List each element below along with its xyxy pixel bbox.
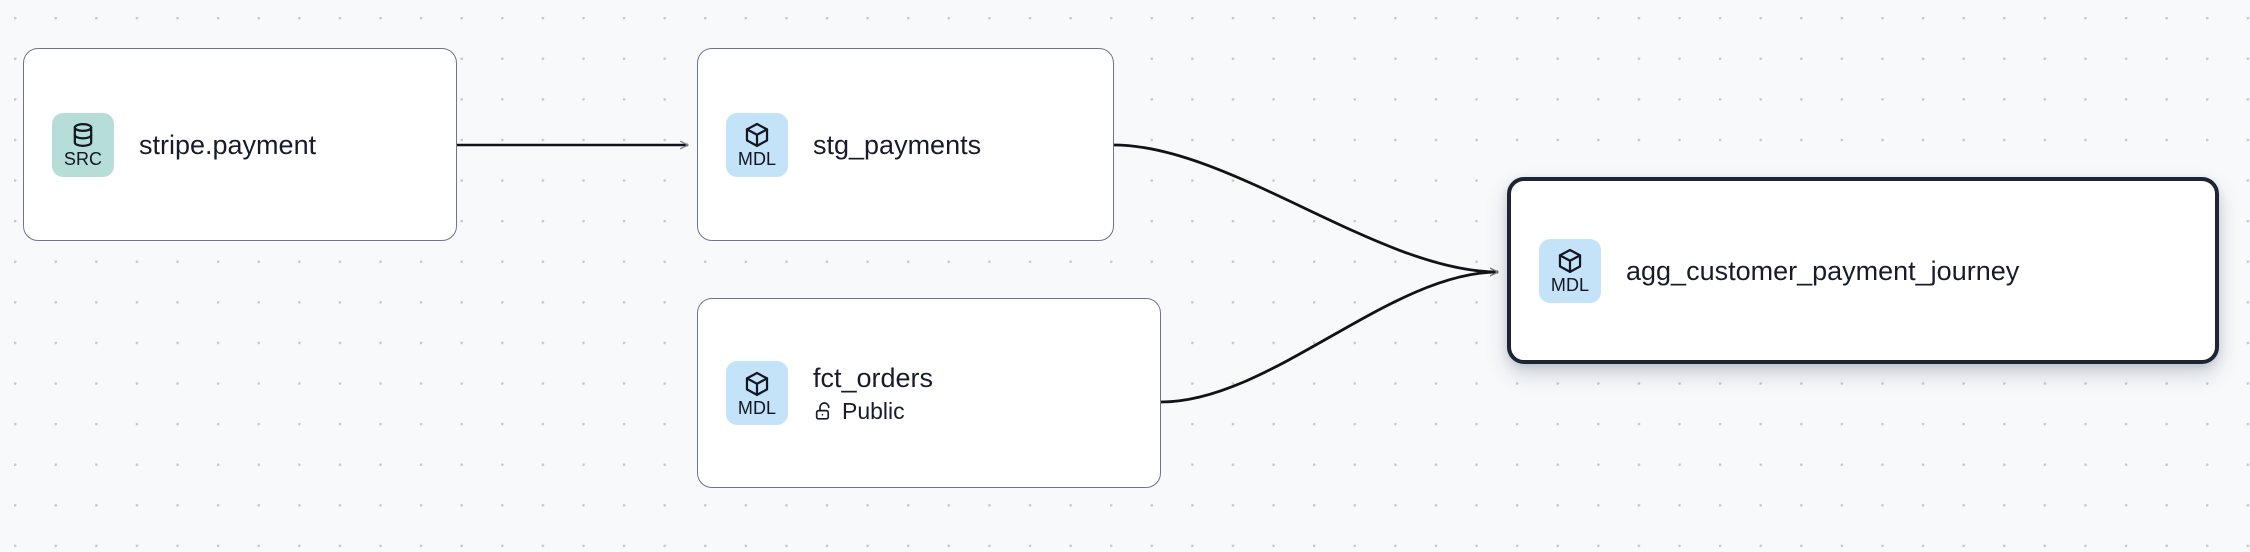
node-type-badge-label: SRC [63,149,103,169]
unlock-icon [813,401,834,422]
node-visibility: Public [813,397,933,424]
edge-stg-to-agg [1113,143,1498,272]
node-label-wrap: stripe.payment [139,130,316,160]
node-title: agg_customer_payment_journey [1626,255,2020,286]
node-type-badge-mdl: MDL [726,112,788,177]
cube-icon [743,370,771,398]
node-type-badge-label: MDL [1550,275,1590,295]
cube-icon [743,121,771,149]
node-visibility-label: Public [842,397,905,424]
database-icon [69,121,97,149]
lineage-node-fct-orders[interactable]: MDL fct_orders Public [697,298,1161,488]
node-title: stripe.payment [139,129,317,160]
lineage-node-stg-payments[interactable]: MDL stg_payments [697,48,1114,241]
node-type-badge-src: SRC [52,112,114,177]
node-title: stg_payments [813,129,982,160]
lineage-node-stripe-payment[interactable]: SRC stripe.payment [23,48,457,241]
node-type-badge-mdl: MDL [1539,238,1601,303]
node-type-badge-label: MDL [737,397,777,418]
lineage-node-agg-customer-payment-journey[interactable]: MDL agg_customer_payment_journey [1507,177,2219,364]
node-type-badge-mdl: MDL [726,361,788,425]
cube-icon [1556,247,1584,275]
node-type-badge-label: MDL [737,149,777,169]
node-label-wrap: fct_orders Public [813,363,933,424]
edge-fct-to-agg [1160,272,1498,404]
node-label-wrap: agg_customer_payment_journey [1626,256,2019,286]
node-title: fct_orders [813,362,934,393]
node-label-wrap: stg_payments [813,130,981,160]
